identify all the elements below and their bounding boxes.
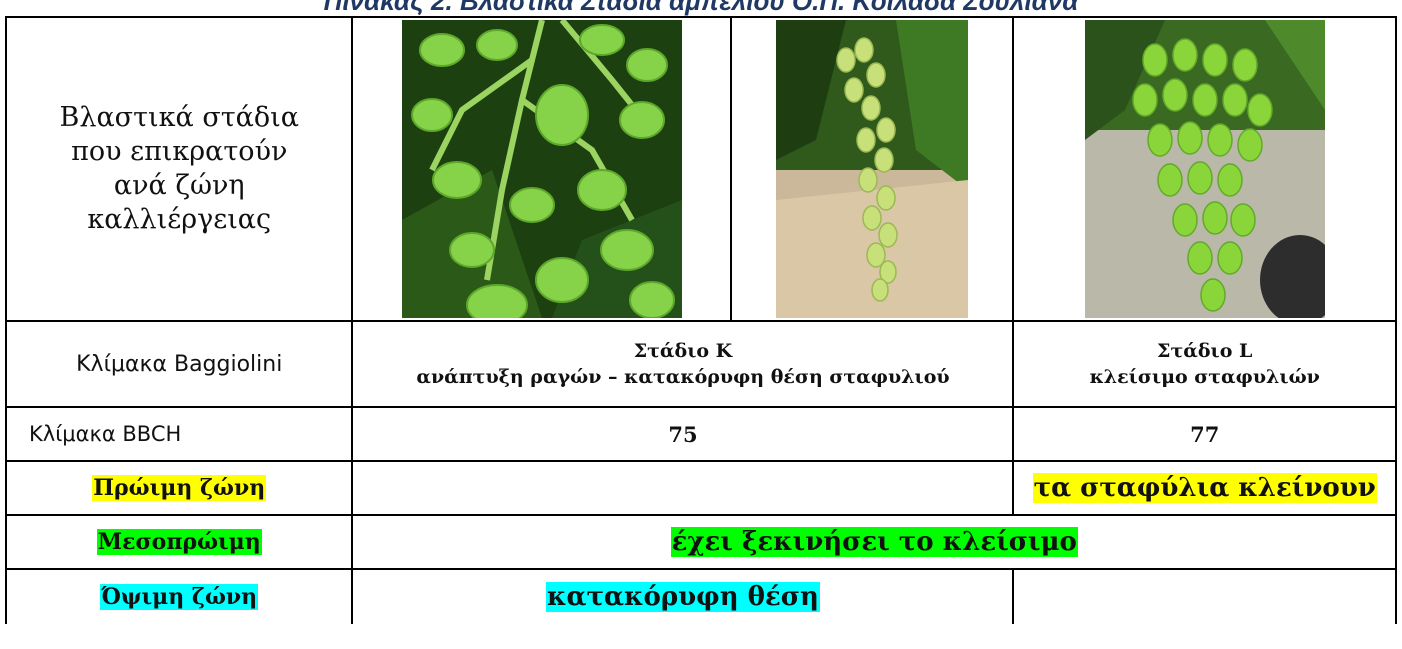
stage-k-cell: Στάδιο Κ ανάπτυξη ραγών – κατακόρυφη θέσ… — [351, 320, 1015, 408]
stage-k-desc: ανάπτυξη ραγών – κατακόρυφη θέση σταφυλι… — [416, 366, 950, 388]
zone-label-early: Πρώιμη ζώνη — [4, 460, 354, 516]
zone-late-status: κατακόρυφη θέση — [351, 568, 1015, 624]
zone-label-late-text: Όψιμη ζώνη — [100, 584, 259, 610]
zone-mid-status-text: έχει ξεκινήσει το κλείσιμο — [670, 527, 1078, 557]
stage-k-title: Στάδιο Κ — [633, 340, 733, 362]
grape-photo-closeup — [401, 20, 682, 318]
zone-late-empty-cell — [1012, 568, 1397, 624]
zone-row-early: Πρώιμη ζώνη τα σταφύλια κλείνουν — [4, 460, 1397, 516]
stages-header-label: Βλαστικά στάδια που επικρατούν ανά ζώνη … — [59, 102, 299, 235]
bbch-label: Κλίμακα BBCH — [4, 406, 354, 462]
zone-label-mid-text: Μεσοπρώιμη — [96, 529, 262, 555]
zone-label-mid: Μεσοπρώιμη — [4, 514, 354, 570]
bbch-value-l: 77 — [1012, 406, 1397, 462]
zone-early-status: τα σταφύλια κλείνουν — [1012, 460, 1397, 516]
zone-label-early-text: Πρώιμη ζώνη — [92, 475, 267, 501]
photo-cell-2 — [730, 16, 1015, 322]
photo-cell-1 — [351, 16, 733, 322]
zone-early-status-text: τα σταφύλια κλείνουν — [1032, 473, 1377, 503]
grape-cluster-closing-photo — [1084, 20, 1325, 318]
table-caption: Πίνακας 2. Βλαστικά Στάδια αμπελιού Ο.Π.… — [323, 0, 1079, 16]
zone-row-late: Όψιμη ζώνη κατακόρυφη θέση — [4, 568, 1397, 624]
bbch-value-k: 75 — [351, 406, 1015, 462]
zone-row-mid: Μεσοπρώιμη έχει ξεκινήσει το κλείσιμο — [4, 514, 1397, 570]
stage-l-desc: κλείσιμο σταφυλιών — [1089, 366, 1320, 388]
stages-header-cell: Βλαστικά στάδια που επικρατούν ανά ζώνη … — [4, 16, 354, 322]
photo-cell-3 — [1012, 16, 1397, 322]
baggiolini-label: Κλίμακα Baggiolini — [4, 320, 354, 408]
growth-stage-table: Βλαστικά στάδια που επικρατούν ανά ζώνη … — [4, 16, 1397, 624]
zone-late-status-text: κατακόρυφη θέση — [546, 582, 820, 612]
baggiolini-row: Κλίμακα Baggiolini Στάδιο Κ ανάπτυξη ραγ… — [4, 320, 1397, 408]
stage-l-title: Στάδιο L — [1157, 340, 1253, 362]
zone-label-late: Όψιμη ζώνη — [4, 568, 354, 624]
stage-l-cell: Στάδιο L κλείσιμο σταφυλιών — [1012, 320, 1397, 408]
zone-early-empty-cell — [351, 460, 1015, 516]
zone-mid-status: έχει ξεκινήσει το κλείσιμο — [351, 514, 1397, 570]
bbch-row: Κλίμακα BBCH 75 77 — [4, 406, 1397, 462]
grape-cluster-vertical-photo — [776, 20, 969, 318]
image-row: Βλαστικά στάδια που επικρατούν ανά ζώνη … — [4, 16, 1397, 322]
